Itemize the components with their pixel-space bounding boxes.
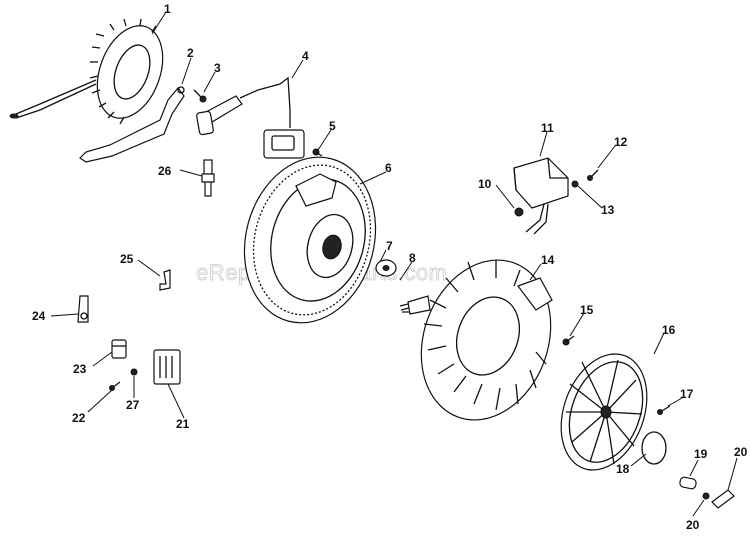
callout-label: 17: [680, 387, 694, 401]
callout-label: 11: [541, 121, 554, 135]
callout-labels: 1 2 3 4 5 6 7 8 10 11 12 13 14 15 16 17 …: [32, 2, 748, 532]
washer-part: [375, 259, 397, 277]
screw-17-part: [657, 405, 671, 415]
leader-lines: [50, 11, 738, 517]
callout-label: 16: [662, 323, 676, 337]
fan-housing-part: [420, 259, 553, 421]
callout-label: 26: [158, 164, 172, 178]
flywheel-part: [243, 156, 377, 324]
screw-21-part: [711, 489, 735, 509]
callout-label: 22: [72, 411, 86, 425]
screw-3-part: [193, 89, 207, 103]
regulator-part: [153, 349, 181, 385]
flywheel-bolt-part: [399, 295, 431, 315]
rectifier-module-part: [513, 157, 569, 235]
callout-label: 4: [302, 49, 309, 63]
callout-label: 27: [126, 398, 140, 412]
nut-13-part: [571, 180, 579, 188]
callout-label: 15: [580, 303, 594, 317]
grass-screen-part: [560, 353, 648, 471]
washer-20-left-part: [130, 368, 138, 376]
callout-label: 14: [541, 253, 555, 267]
callout-label: 1: [164, 2, 171, 16]
washer-20-right-part: [702, 492, 710, 500]
callout-label: 20: [686, 518, 700, 532]
nut-10-part: [514, 207, 524, 217]
stator-part: [9, 18, 164, 125]
callout-label: 13: [601, 203, 615, 217]
callout-label: 5: [329, 119, 336, 133]
callout-label: 2: [187, 46, 194, 60]
callout-label: 19: [694, 447, 708, 461]
callout-label: 24: [32, 309, 46, 323]
screw-23-part: [109, 381, 121, 391]
spacer-part: [679, 476, 697, 490]
small-bracket-part: [159, 269, 171, 291]
callout-label: 18: [616, 462, 630, 476]
ignition-coil-part: [196, 76, 305, 159]
callout-label: 20: [734, 445, 748, 459]
screw-15-part: [562, 335, 575, 346]
callout-label: 10: [478, 177, 492, 191]
callout-label: 25: [120, 252, 134, 266]
screw-12-part: [587, 169, 599, 181]
callout-label: 21: [176, 417, 190, 431]
connector-part: [111, 339, 127, 359]
decal-part: [641, 431, 667, 465]
callout-label: 23: [73, 362, 87, 376]
callout-label: 8: [409, 251, 416, 265]
callout-label: 3: [214, 61, 221, 75]
callout-label: 12: [614, 135, 628, 149]
bracket-part: [79, 86, 185, 163]
callout-label: 7: [386, 239, 393, 253]
clip-part: [77, 295, 89, 323]
spark-plug-part: [201, 159, 215, 197]
screw-5-part: [312, 148, 323, 157]
callout-label: 6: [385, 161, 392, 175]
